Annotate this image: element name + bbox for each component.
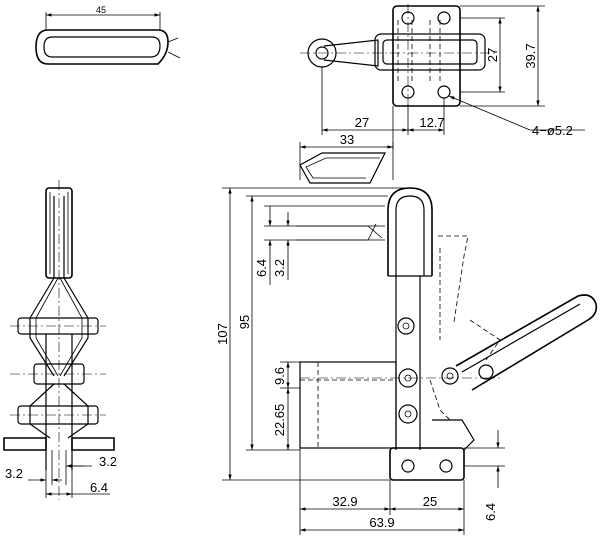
dim-base-height: 39.7 (523, 43, 538, 68)
dim-overall-width: 63.9 (369, 515, 394, 530)
dim-height-95: 95 (237, 315, 252, 329)
dim-32-9: 32.9 (332, 494, 357, 509)
spindle-detail: 33 (299, 132, 394, 184)
dim-overall-height: 107 (215, 323, 230, 345)
hole-callout: 4−ø5.2 (532, 123, 573, 138)
side-view: 107 95 6.4 3.2 9.6 22.65 32.9 25 63.9 (215, 187, 598, 535)
mounting-hole-icon (437, 85, 451, 99)
handle-grip-view: 45 (35, 5, 181, 65)
dim-spindle-length: 33 (340, 132, 354, 147)
mounting-hole-icon (437, 11, 451, 25)
dim-9-6: 9.6 (272, 367, 287, 385)
dim-hole-spacing: 12.7 (419, 115, 444, 130)
dim-upper-6-4: 6.4 (254, 259, 269, 277)
dim-base-offset: 27 (355, 115, 369, 130)
dim-upper-3-2: 3.2 (272, 259, 287, 277)
dim-flange-gap: 6.4 (90, 480, 108, 495)
dim-22-65: 22.65 (272, 404, 287, 437)
dim-flange-left: 3.2 (5, 466, 23, 481)
front-view: 3.2 3.2 6.4 (3, 180, 117, 500)
dim-handle-width: 45 (96, 5, 106, 15)
dim-slot-height: 27 (485, 48, 500, 62)
dim-25: 25 (423, 494, 437, 509)
dim-flange-right: 3.2 (99, 454, 117, 469)
dim-base-thickness: 6.4 (483, 503, 498, 521)
top-view: 27 39.7 27 12.7 4−ø5.2 (300, 4, 585, 150)
